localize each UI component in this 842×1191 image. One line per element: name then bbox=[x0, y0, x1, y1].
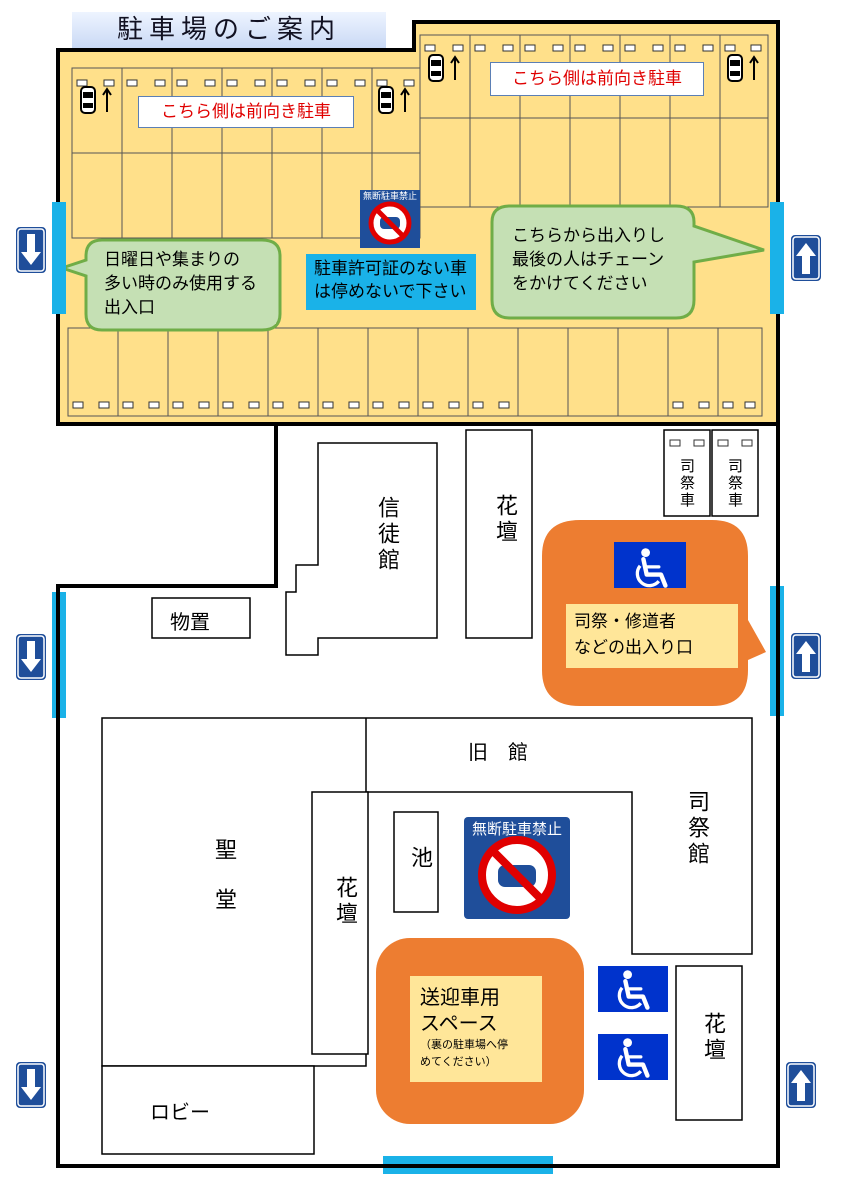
priest-entrance-line: 司祭・修道者 bbox=[574, 612, 676, 632]
pond bbox=[393, 811, 439, 913]
car-icon bbox=[378, 86, 394, 114]
storage-shed-label: 物置 bbox=[170, 610, 210, 634]
cathedral-label: 聖堂 bbox=[211, 838, 236, 938]
gate-top-right bbox=[770, 202, 784, 314]
arrow-up-icon bbox=[784, 1060, 818, 1110]
grounds-boundary bbox=[56, 422, 780, 1168]
no-parking-icon bbox=[464, 817, 570, 919]
shuttle-title-line: スペース bbox=[420, 1011, 498, 1035]
no-parking-sign-label-small: 無断駐車禁止 bbox=[362, 192, 417, 202]
bubble-line: 最後の人はチェーン bbox=[512, 250, 665, 270]
arrow-up-icon bbox=[789, 233, 823, 283]
priest-entrance-label: 司祭・修道者 などの出入り口 bbox=[566, 604, 738, 668]
lobby bbox=[101, 1065, 315, 1155]
wheelchair-icon bbox=[614, 542, 686, 588]
car-icon bbox=[80, 86, 96, 114]
notice-line: は停めないで下さい bbox=[314, 282, 467, 302]
building-shinto-kan-label: 信徒館 bbox=[374, 496, 399, 574]
bubble-line: 出入口 bbox=[104, 298, 155, 318]
no-parking-sign-label-large: 無断駐車禁止 bbox=[471, 820, 562, 838]
flower-bed-mid bbox=[311, 791, 369, 1055]
shuttle-note-line: （裏の駐車場へ停 bbox=[420, 1038, 508, 1051]
shuttle-title-line: 送迎車用 bbox=[420, 985, 500, 1009]
arrow-down-icon bbox=[14, 632, 48, 682]
bubble-line: 日曜日や集まりの bbox=[104, 250, 240, 270]
storage-shed bbox=[151, 597, 251, 639]
lobby-label: ロビー bbox=[150, 1100, 210, 1124]
flower-bed-top-label: 花壇 bbox=[492, 494, 517, 546]
bubble-line: 多い時のみ使用する bbox=[104, 274, 257, 294]
priest-car-label-2: 司祭車 bbox=[726, 458, 744, 509]
bubble-line: こちらから出入りし bbox=[512, 226, 665, 246]
forward-parking-label-left: こちら側は前向き駐車 bbox=[138, 96, 354, 128]
old-building-label: 旧 館 bbox=[468, 740, 528, 764]
priest-house-label: 司祭館 bbox=[684, 790, 709, 868]
forward-parking-label-right: こちら側は前向き駐車 bbox=[490, 62, 704, 96]
right-entrance-bubble: こちらから出入りし 最後の人はチェーン をかけてください bbox=[512, 224, 692, 304]
no-parking-icon bbox=[360, 190, 420, 248]
flower-bed-bottom-label: 花壇 bbox=[700, 1012, 725, 1064]
parking-stalls-bottom bbox=[67, 327, 763, 417]
building-shinto-kan bbox=[285, 442, 438, 656]
permit-notice: 駐車許可証のない車 は停めないで下さい bbox=[306, 254, 476, 310]
left-entrance-bubble: 日曜日や集まりの 多い時のみ使用する 出入口 bbox=[104, 248, 276, 324]
priest-entrance-line: などの出入り口 bbox=[574, 638, 693, 658]
gate-top-left bbox=[52, 202, 66, 314]
flower-bed-mid-label: 花壇 bbox=[332, 876, 357, 928]
shuttle-note-line: めてください） bbox=[420, 1055, 497, 1068]
flower-bed-bottom bbox=[675, 965, 743, 1121]
bubble-line: をかけてください bbox=[512, 274, 648, 294]
shuttle-space-label: 送迎車用 スペース （裏の駐車場へ停 めてください） bbox=[410, 976, 542, 1082]
arrow-down-icon bbox=[14, 1060, 48, 1110]
car-icon bbox=[727, 54, 743, 82]
flower-bed-top bbox=[465, 429, 533, 639]
notice-line: 駐車許可証のない車 bbox=[314, 259, 467, 279]
car-icon bbox=[428, 54, 444, 82]
arrow-down-icon bbox=[14, 225, 48, 275]
pond-label: 池 bbox=[407, 846, 432, 872]
page-title: 駐車場のご案内 bbox=[72, 12, 386, 48]
priest-car-label-1: 司祭車 bbox=[678, 458, 696, 509]
arrow-up-icon bbox=[789, 631, 823, 681]
